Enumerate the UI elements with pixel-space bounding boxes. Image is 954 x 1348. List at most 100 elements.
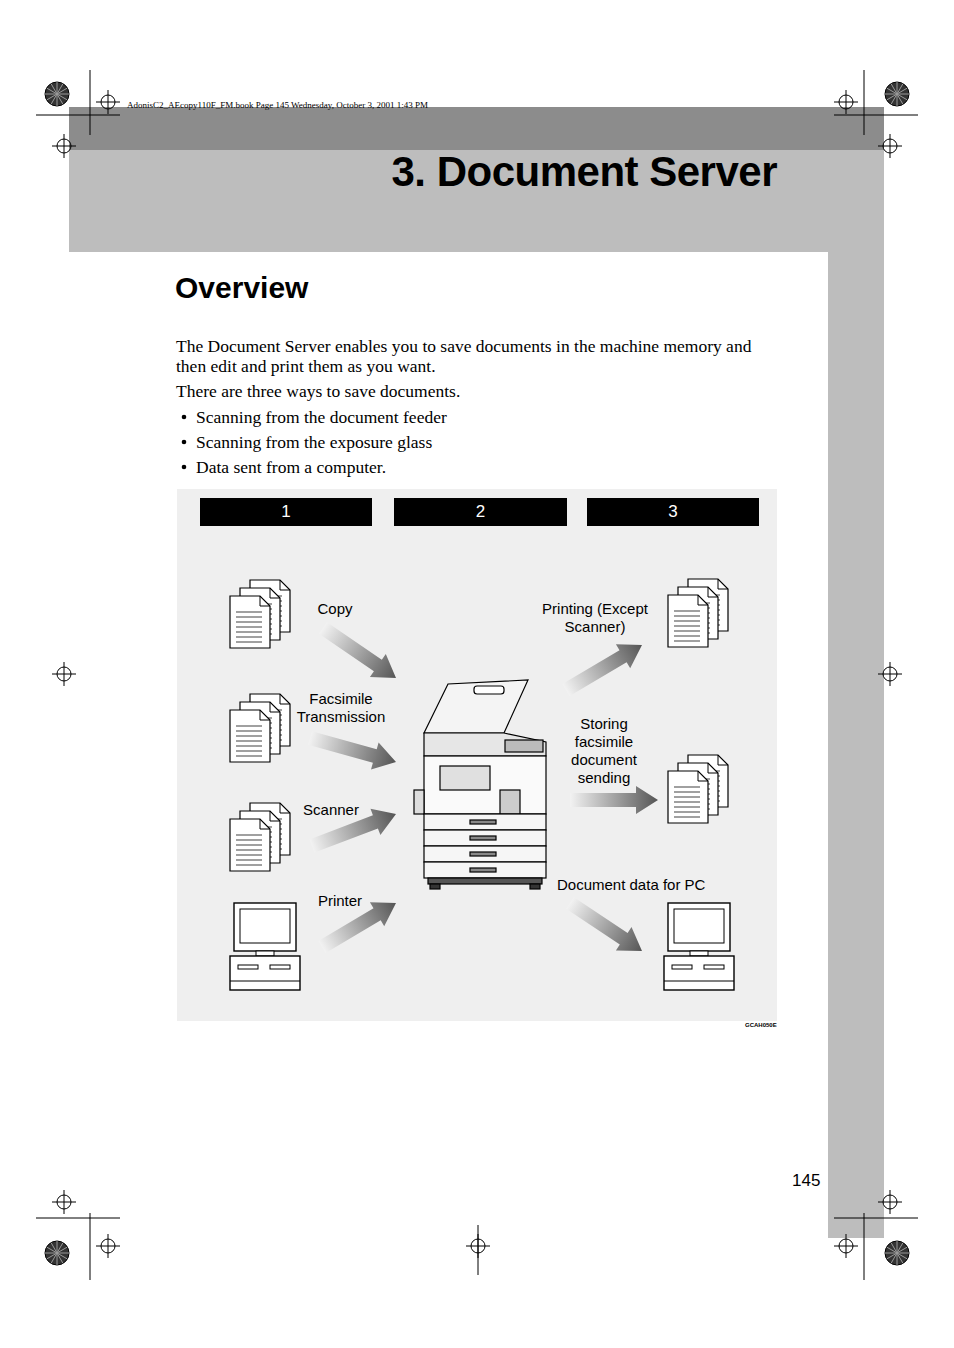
- starburst-mark: [45, 1241, 69, 1265]
- starburst-mark: [885, 1241, 909, 1265]
- text-line: [236, 864, 262, 865]
- starburst-ray: [57, 94, 69, 95]
- starburst-ray: [57, 94, 58, 106]
- text-line: [236, 730, 262, 731]
- shaded-arrow: [318, 902, 396, 953]
- starburst-ray: [897, 1247, 907, 1253]
- computer-icon: [230, 903, 300, 990]
- text-line: [236, 844, 262, 845]
- text-line: [236, 626, 262, 627]
- bullet-dot: [182, 465, 187, 470]
- document-page: [230, 710, 270, 762]
- document-feeder-lid: [424, 680, 528, 733]
- crop-line: [36, 115, 120, 116]
- header-dark-band: [69, 107, 884, 150]
- paper-drawer: [424, 862, 546, 878]
- crop-marks: [36, 70, 918, 1280]
- page-fold: [260, 596, 270, 606]
- registration-line: [846, 1234, 847, 1258]
- column-number: 1: [281, 502, 290, 522]
- drive-slot: [270, 965, 290, 969]
- system-unit: [230, 956, 300, 990]
- crop-line: [864, 1213, 865, 1280]
- caster: [530, 884, 540, 889]
- registration-line: [108, 1234, 109, 1258]
- document-page: [668, 595, 708, 647]
- crop-line: [864, 70, 865, 135]
- text-line: [674, 786, 700, 787]
- shaded-arrow: [562, 644, 642, 696]
- text-line: [236, 839, 262, 840]
- shaded-arrow: [308, 731, 396, 769]
- starburst-ray: [45, 1253, 57, 1254]
- document-stack-icon: [230, 694, 290, 762]
- page-number: 145: [792, 1171, 820, 1191]
- starburst-ray: [897, 1241, 898, 1253]
- text-line: [236, 641, 262, 642]
- starburst-ray: [885, 94, 897, 95]
- main-body: [424, 756, 546, 814]
- crop-line: [36, 1218, 120, 1219]
- arrow-label: Document data for PC: [557, 876, 705, 893]
- bullet-dot: [182, 440, 187, 445]
- screen: [674, 909, 724, 943]
- registration-line: [846, 90, 847, 114]
- text-line: [674, 630, 700, 631]
- starburst-ray: [57, 94, 63, 104]
- starburst-ray: [47, 94, 57, 100]
- document-page: [230, 819, 270, 871]
- body-paragraph: The Document Server enables you to save …: [176, 336, 782, 376]
- page-outline: [668, 771, 708, 823]
- monitor-stand: [690, 951, 708, 956]
- control-panel: [505, 740, 543, 752]
- column-number-bar: 2: [394, 498, 567, 526]
- starburst-ray: [897, 94, 903, 104]
- text-line: [674, 625, 700, 626]
- shaded-arrow: [570, 786, 658, 814]
- starburst-ray: [897, 1253, 903, 1263]
- crop-line: [478, 1225, 479, 1275]
- column-number-bar: 1: [200, 498, 372, 526]
- starburst-ray: [57, 1253, 58, 1265]
- diagram-panel: [177, 489, 777, 1021]
- starburst-ray: [897, 1253, 898, 1265]
- starburst-ray: [57, 82, 58, 94]
- side-tray: [414, 790, 424, 814]
- monitor: [668, 903, 730, 951]
- page-fold: [708, 763, 718, 773]
- screen: [240, 909, 290, 943]
- document-page: [668, 771, 708, 823]
- document-stack-icon: [668, 755, 728, 823]
- text-line: [236, 725, 262, 726]
- drive-slot: [672, 965, 692, 969]
- monitor: [234, 903, 296, 951]
- crop-line: [834, 115, 918, 116]
- starburst-ray: [57, 1253, 69, 1254]
- text-line: [236, 750, 262, 751]
- chapter-title: 3. Document Server: [392, 148, 778, 196]
- text-line: [236, 611, 262, 612]
- crop-line: [90, 70, 91, 135]
- text-line: [236, 616, 262, 617]
- document-stack-icon: [230, 803, 290, 871]
- crop-line: [834, 1218, 918, 1219]
- starburst-ray: [887, 1253, 897, 1259]
- figure-code: GCAH050E: [745, 1022, 777, 1028]
- page-fold: [270, 702, 280, 712]
- page-fold: [698, 771, 708, 781]
- arrow-label: Facsimile Transmission: [289, 690, 393, 726]
- starburst-ray: [57, 1241, 58, 1253]
- column-number: 2: [476, 502, 485, 522]
- starburst-mark: [885, 82, 909, 106]
- page-outline: [230, 596, 270, 648]
- document-stack-icon: [668, 579, 728, 647]
- body-paragraph: There are three ways to save documents.: [176, 381, 460, 402]
- text-line: [236, 834, 262, 835]
- bullet-item: Scanning from the document feeder: [196, 407, 447, 428]
- text-line: [236, 854, 262, 855]
- text-line: [674, 620, 700, 621]
- starburst-ray: [45, 94, 57, 95]
- side-strip: [828, 252, 884, 1238]
